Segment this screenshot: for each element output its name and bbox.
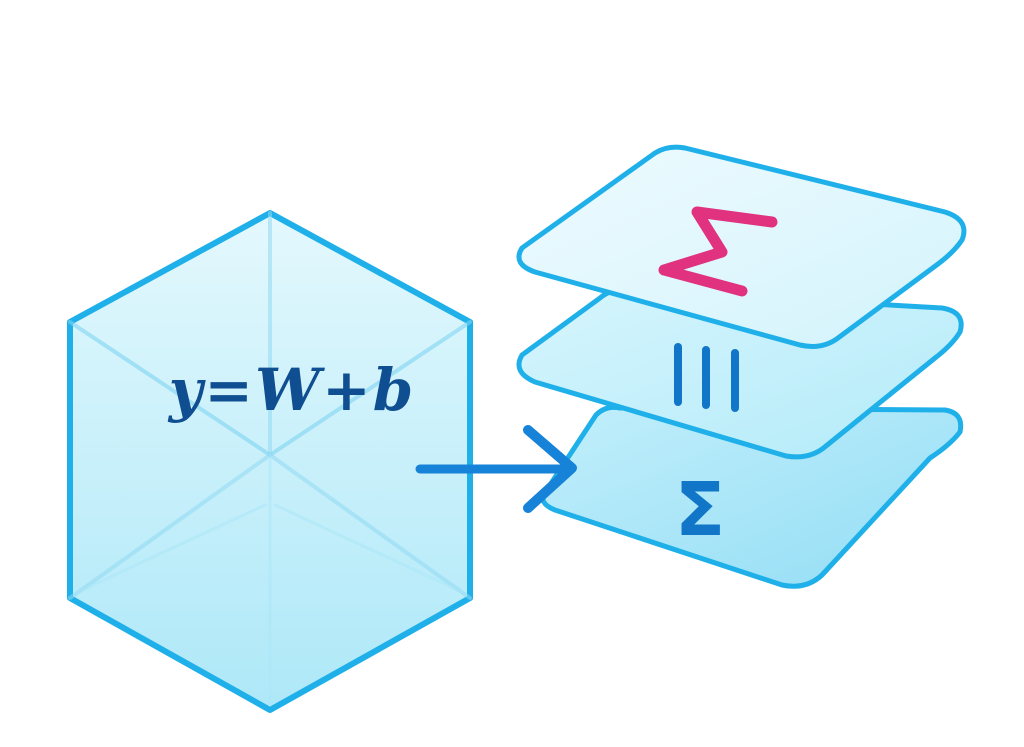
cube-formula: y=W+b xyxy=(167,356,416,424)
sigma-accent-icon xyxy=(658,206,778,297)
layer-top: Σ xyxy=(516,144,967,349)
cube-inner-lines xyxy=(76,453,464,707)
layer-bottom-symbol: Σ xyxy=(675,467,726,553)
layer-stack: Σ ||| Σ xyxy=(516,144,967,589)
layer-middle-symbol xyxy=(674,343,739,412)
cube: y=W+b xyxy=(67,210,473,713)
arrow-right-icon xyxy=(415,425,577,513)
layer-bottom: Σ xyxy=(540,404,964,589)
layer-top-card xyxy=(516,144,967,349)
cube-back-edges xyxy=(68,211,472,600)
